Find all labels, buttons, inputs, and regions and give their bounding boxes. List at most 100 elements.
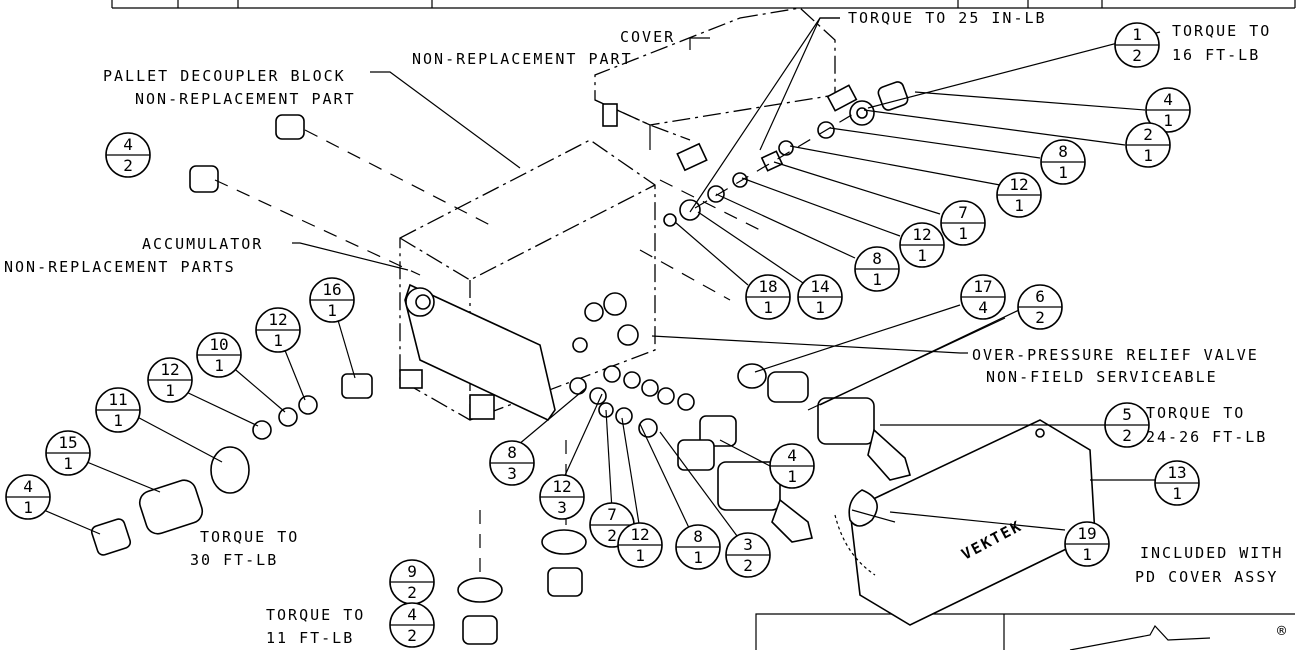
exploded-center-lines [214,109,861,575]
svg-text:7: 7 [607,505,617,524]
leader-lines [31,17,1161,541]
cover-body [594,7,836,150]
svg-text:8: 8 [693,527,703,546]
svg-text:18: 18 [758,277,777,296]
svg-text:2: 2 [1035,308,1045,327]
balloon-5: 121 [996,172,1042,218]
svg-text:3: 3 [743,535,753,554]
svg-text:4: 4 [407,605,417,624]
svg-text:9: 9 [407,562,417,581]
label-included-a: INCLUDED WITH [1140,544,1283,562]
svg-text:12: 12 [630,525,649,544]
balloon-21: 52 [1104,402,1150,448]
balloon-19: 151 [45,430,91,476]
balloon-14: 161 [309,277,355,323]
balloon-24: 123 [539,474,585,520]
label-opr-a: OVER-PRESSURE RELIEF VALVE [972,346,1259,364]
balloon-4: 81 [1040,139,1086,185]
svg-text:1: 1 [1014,196,1024,215]
svg-text:1: 1 [1172,484,1182,503]
balloon-32: 42 [389,602,435,648]
svg-text:2: 2 [123,156,133,175]
balloon-28: 32 [725,532,771,578]
balloon-16: 101 [196,332,242,378]
balloon-31: 92 [389,559,435,605]
accumulator-plate [404,283,556,422]
balloon-22: 41 [769,443,815,489]
svg-text:4: 4 [978,298,988,317]
svg-text:8: 8 [1058,142,1068,161]
balloon-7: 121 [899,222,945,268]
balloon-17: 121 [147,357,193,403]
svg-text:19: 19 [1077,524,1096,543]
label-torque-24-a: TORQUE TO [1146,404,1245,422]
svg-text:2: 2 [407,583,417,602]
label-torque-24-b: 24-26 FT-LB [1146,428,1267,446]
svg-text:15: 15 [58,433,77,452]
svg-text:1: 1 [1132,25,1142,44]
svg-text:1: 1 [273,331,283,350]
svg-text:1: 1 [63,454,73,473]
svg-text:3: 3 [507,464,517,483]
svg-text:12: 12 [552,477,571,496]
svg-text:12: 12 [160,360,179,379]
svg-text:3: 3 [557,498,567,517]
label-accumulator-b: NON-REPLACEMENT PARTS [4,258,236,276]
svg-text:1: 1 [1143,146,1153,165]
label-pallet-b: NON-REPLACEMENT PART [135,90,356,108]
svg-text:2: 2 [1132,46,1142,65]
svg-text:11: 11 [108,390,127,409]
svg-text:1: 1 [787,467,797,486]
label-accumulator-a: ACCUMULATOR [142,235,263,253]
svg-text:2: 2 [1143,125,1153,144]
svg-text:1: 1 [327,301,337,320]
svg-text:4: 4 [123,135,133,154]
balloon-10: 141 [797,274,843,320]
svg-text:2: 2 [407,626,417,645]
callout-labels: COVER NON-REPLACEMENT PART TORQUE TO 25 … [4,9,1283,647]
svg-text:1: 1 [693,548,703,567]
balloon-3: 21 [1125,122,1171,168]
svg-text:1: 1 [763,298,773,317]
title-block-bottom: ® [755,613,1295,650]
title-block-top [111,0,1296,9]
svg-text:1: 1 [1082,545,1092,564]
balloon-12: 62 [1017,284,1063,330]
svg-text:1: 1 [635,546,645,565]
label-torque-16-b: 16 FT-LB [1172,46,1260,64]
svg-text:4: 4 [23,477,33,496]
svg-text:7: 7 [958,203,968,222]
balloon-1: 12 [1114,22,1160,68]
balloon-11: 174 [960,274,1006,320]
svg-text:1: 1 [872,270,882,289]
svg-text:4: 4 [787,446,797,465]
svg-text:5: 5 [1122,405,1132,424]
svg-text:17: 17 [973,277,992,296]
balloon-26: 121 [617,522,663,568]
label-cover-sub: NON-REPLACEMENT PART [412,50,633,68]
svg-text:12: 12 [912,225,931,244]
label-included-b: PD COVER ASSY [1135,568,1278,586]
svg-text:6: 6 [1035,287,1045,306]
svg-text:2: 2 [743,556,753,575]
svg-text:1: 1 [113,411,123,430]
svg-text:13: 13 [1167,463,1186,482]
label-cover: COVER [620,28,675,46]
svg-text:1: 1 [165,381,175,400]
svg-text:12: 12 [1009,175,1028,194]
svg-text:12: 12 [268,310,287,329]
svg-text:4: 4 [1163,90,1173,109]
label-torque-11-b: 11 FT-LB [266,629,354,647]
balloon-30: 191 [1064,521,1110,567]
balloon-2: 41 [1145,87,1191,133]
label-torque-30-a: TORQUE TO [200,528,299,546]
svg-text:1: 1 [958,224,968,243]
svg-text:1: 1 [917,246,927,265]
svg-text:14: 14 [810,277,829,296]
balloon-27: 81 [675,524,721,570]
svg-text:1: 1 [23,498,33,517]
svg-text:8: 8 [507,443,517,462]
label-torque-16-a: TORQUE TO [1172,22,1271,40]
registered-mark: ® [1277,622,1288,640]
